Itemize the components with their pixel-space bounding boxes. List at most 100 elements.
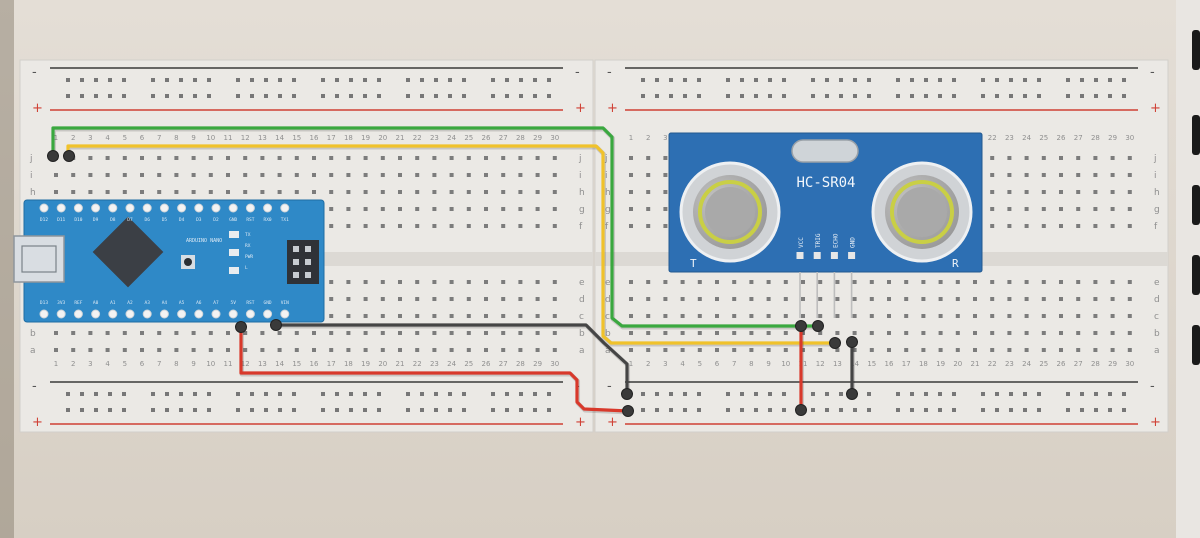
terminal-hole	[191, 173, 196, 177]
rail-hole	[641, 94, 645, 98]
terminal-hole	[646, 190, 651, 194]
terminal-hole	[380, 297, 385, 301]
terminal-hole	[1076, 331, 1081, 335]
rail-hole	[995, 392, 999, 396]
nano-bottom-pin	[39, 309, 49, 319]
column-number-bottom: 4	[680, 360, 685, 368]
terminal-hole	[835, 331, 840, 335]
rail-hole	[782, 392, 786, 396]
terminal-hole	[1127, 224, 1132, 228]
black-wire-end-rail	[621, 388, 633, 400]
nano-bottom-pin-label: A6	[196, 300, 202, 306]
nano-top-pin-label: D6	[144, 217, 150, 223]
terminal-hole	[415, 207, 420, 211]
terminal-hole	[329, 331, 334, 335]
terminal-hole	[680, 348, 685, 352]
terminal-hole	[629, 224, 633, 228]
led-label: TX	[245, 232, 251, 238]
nano-bottom-pin-label: REF	[74, 300, 82, 306]
rail-hole	[335, 78, 339, 82]
terminal-hole	[1024, 280, 1029, 284]
column-number-bottom: 6	[140, 360, 145, 368]
rail-hole	[434, 392, 438, 396]
terminal-hole	[415, 280, 420, 284]
rail-hole	[193, 94, 197, 98]
rail-hole	[726, 94, 730, 98]
right-binder-slot-1	[1192, 30, 1200, 70]
rail-hole	[292, 408, 296, 412]
column-number-bottom: 11	[224, 360, 233, 368]
column-number-top: 2	[646, 134, 650, 142]
terminal-hole	[938, 331, 943, 335]
terminal-hole	[398, 224, 402, 228]
terminal-hole	[140, 331, 144, 335]
column-number-bottom: 29	[1108, 360, 1117, 368]
nano-bottom-pin-label: A3	[144, 300, 150, 306]
terminal-hole	[1007, 207, 1012, 211]
rail-hole	[641, 392, 645, 396]
terminal-hole	[466, 224, 471, 228]
terminal-hole	[663, 314, 668, 318]
terminal-hole	[1024, 314, 1029, 318]
rail-hole	[179, 78, 183, 82]
terminal-hole	[1024, 297, 1029, 301]
rail-hole	[547, 78, 551, 82]
rail-hole	[533, 408, 537, 412]
rail-hole	[533, 392, 537, 396]
terminal-hole	[938, 280, 943, 284]
rail-hole	[193, 408, 197, 412]
rail-hole	[448, 78, 452, 82]
column-number-bottom: 12	[241, 360, 250, 368]
column-number-bottom: 24	[1022, 360, 1031, 368]
icsp-pin	[305, 246, 311, 252]
column-number-bottom: 27	[1074, 360, 1083, 368]
terminal-hole	[715, 331, 719, 335]
terminal-hole	[1127, 173, 1132, 177]
icsp-pin	[293, 246, 299, 252]
yellow-wire	[66, 144, 837, 345]
rail-hole	[938, 78, 942, 82]
rail-hole	[122, 78, 126, 82]
rail-hole	[250, 78, 254, 82]
terminal-hole	[535, 331, 540, 335]
terminal-hole	[208, 331, 213, 335]
terminal-hole	[1024, 348, 1029, 352]
sensor-pin-pad	[830, 252, 838, 259]
terminal-hole	[663, 331, 668, 335]
terminal-hole	[226, 156, 230, 160]
rail-hole	[1108, 408, 1112, 412]
terminal-hole	[1007, 280, 1012, 284]
terminal-hole	[346, 314, 351, 318]
column-number-bottom: 16	[885, 360, 894, 368]
sensor-pin-pad	[813, 252, 821, 259]
terminal-hole	[887, 348, 891, 352]
rail-hole	[655, 94, 659, 98]
column-number-top: 28	[1091, 134, 1100, 142]
terminal-hole	[277, 190, 282, 194]
terminal-hole	[697, 297, 702, 301]
terminal-hole	[749, 297, 754, 301]
rail-hole	[853, 94, 857, 98]
rail-hole	[924, 94, 928, 98]
terminal-hole	[226, 331, 230, 335]
terminal-hole	[432, 280, 437, 284]
terminal-hole	[852, 297, 857, 301]
terminal-hole	[1127, 331, 1132, 335]
terminal-hole	[646, 331, 651, 335]
column-number-bottom: 1	[629, 360, 633, 368]
rail-hole	[505, 78, 509, 82]
terminal-hole	[363, 280, 368, 284]
nano-top-pin-label: D11	[57, 217, 65, 223]
rail-sign: -	[1150, 65, 1155, 80]
rail-hole	[66, 392, 70, 396]
rail-hole	[910, 392, 914, 396]
terminal-hole	[646, 207, 651, 211]
nano-top-pin	[245, 203, 255, 213]
terminal-hole	[921, 280, 926, 284]
transmitter-yellow-ring	[698, 180, 762, 244]
terminal-hole	[501, 348, 506, 352]
terminal-hole	[312, 173, 316, 177]
terminal-hole	[973, 331, 977, 335]
rail-hole	[740, 78, 744, 82]
